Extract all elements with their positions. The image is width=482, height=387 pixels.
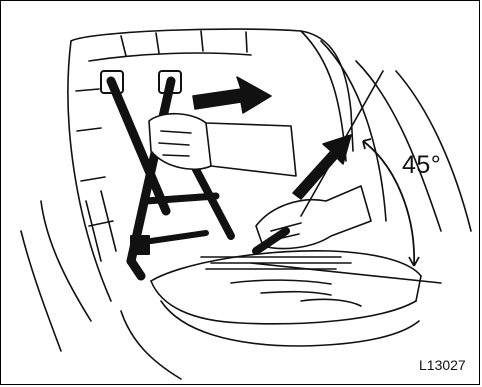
upper-hand (149, 114, 296, 176)
angle-label: 45° (402, 153, 441, 178)
pull-arrow-icon (193, 77, 271, 113)
seat-cushion (121, 251, 421, 379)
figure-code: L13027 (419, 358, 466, 372)
seat-back (21, 29, 471, 351)
push-arrow-icon (293, 135, 351, 199)
